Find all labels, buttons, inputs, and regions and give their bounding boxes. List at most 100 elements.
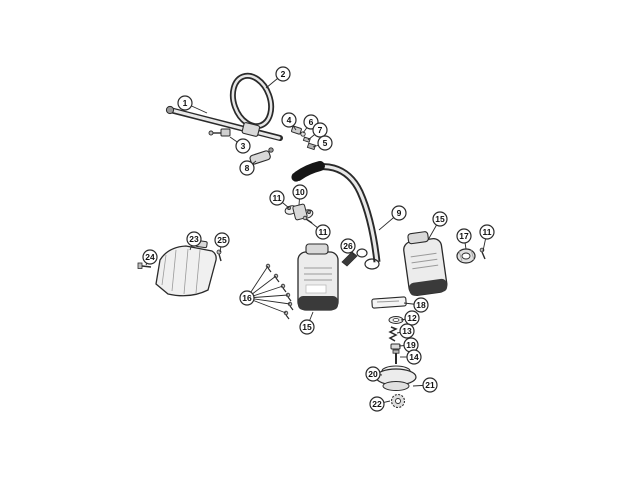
handle-clamp-hardware [208, 128, 231, 137]
part-number-label: 25 [217, 235, 227, 245]
callout-5: 5 [312, 135, 333, 151]
part-number-label: 15 [302, 322, 312, 332]
part-number-label: 24 [145, 252, 155, 262]
shield-screw-left [137, 262, 152, 269]
callout-10: 10 [292, 184, 308, 206]
callout-circle [239, 290, 255, 306]
callout-11: 11 [479, 224, 495, 252]
callout-circle [239, 160, 255, 176]
callout-15: 15 [299, 311, 315, 335]
callout-circle [404, 310, 420, 326]
callout-circle [315, 224, 331, 240]
part-number-label: 17 [459, 231, 469, 241]
callout-4: 4 [281, 112, 297, 131]
callout-circle [432, 211, 448, 227]
callout-circle [413, 297, 429, 313]
clamp-lever [341, 248, 380, 270]
spool-housing [375, 365, 417, 391]
part-number-label: 1 [183, 98, 188, 108]
part-number-label: 10 [295, 187, 305, 197]
part-number-label: 7 [318, 125, 323, 135]
callout-circle [391, 205, 407, 221]
part-number-label: 21 [425, 380, 435, 390]
blade-bar [371, 296, 407, 309]
part-number-label: 14 [409, 352, 419, 362]
bolt [392, 349, 400, 364]
callout-circle [186, 231, 202, 247]
callout-9: 9 [378, 205, 407, 231]
screw-right [479, 247, 486, 260]
callout-16: 16 [239, 265, 291, 314]
callout-circle [317, 135, 333, 151]
upper-boom-shaft [291, 161, 381, 263]
callout-11: 11 [269, 190, 290, 209]
callout-26: 26 [340, 238, 356, 256]
callout-circle [479, 224, 495, 240]
washer [388, 316, 404, 324]
callout-23: 23 [186, 231, 202, 251]
callout-circle [406, 349, 422, 365]
callout-19: 19 [398, 337, 419, 353]
debris-shield [155, 240, 217, 297]
callout-circle [456, 228, 472, 244]
part-number-label: 12 [407, 313, 417, 323]
callout-18: 18 [403, 297, 429, 313]
callout-circle [235, 138, 251, 154]
part-number-label: 20 [368, 369, 378, 379]
callout-14: 14 [400, 349, 422, 365]
callout-circle [214, 232, 230, 248]
part-number-label: 13 [402, 326, 412, 336]
callout-20: 20 [365, 366, 383, 382]
callout-25: 25 [214, 232, 230, 253]
motor-housing-right [403, 231, 448, 296]
part-number-label: 8 [245, 163, 250, 173]
callout-17: 17 [456, 228, 472, 250]
part-number-label: 23 [189, 234, 199, 244]
callout-circle [369, 396, 385, 412]
callout-circle [340, 238, 356, 254]
callout-circle [365, 366, 381, 382]
callout-15: 15 [427, 211, 448, 241]
callout-circle [281, 112, 297, 128]
callout-24: 24 [142, 249, 158, 266]
motor-housing-center [297, 243, 339, 311]
callout-22: 22 [369, 396, 391, 412]
part-number-label: 26 [343, 241, 353, 251]
loop-handle [229, 72, 275, 137]
shaft-coupler [249, 147, 274, 165]
callout-21: 21 [412, 377, 438, 393]
part-number-label: 3 [241, 141, 246, 151]
callout-7: 7 [307, 122, 328, 141]
part-number-label: 11 [483, 227, 492, 237]
part-number-label: 4 [287, 115, 292, 125]
part-number-label: 6 [309, 117, 314, 127]
part-number-label: 5 [323, 138, 328, 148]
callout-circle [299, 319, 315, 335]
callout-6: 6 [302, 114, 319, 134]
callout-circle [177, 95, 193, 111]
callout-circle [142, 249, 158, 265]
bump-knob [390, 393, 406, 409]
part-number-label: 16 [242, 293, 252, 303]
callout-13: 13 [396, 323, 415, 339]
spring [388, 326, 398, 342]
drive-shaft-tube [165, 105, 283, 141]
callout-circle [312, 122, 328, 138]
guard-bracket [284, 203, 314, 224]
callout-3: 3 [229, 136, 251, 154]
part-number-label: 22 [372, 399, 382, 409]
part-number-label: 9 [397, 208, 402, 218]
part-number-label: 18 [416, 300, 426, 310]
callout-1: 1 [177, 95, 208, 114]
part-number-label: 11 [319, 227, 328, 237]
callout-circle [275, 66, 291, 82]
nut [390, 343, 401, 350]
small-hardware-group [291, 125, 316, 151]
part-number-label: 11 [273, 193, 282, 203]
callout-circle [269, 190, 285, 206]
end-cap-cylinder [456, 248, 476, 264]
callout-circle [399, 323, 415, 339]
